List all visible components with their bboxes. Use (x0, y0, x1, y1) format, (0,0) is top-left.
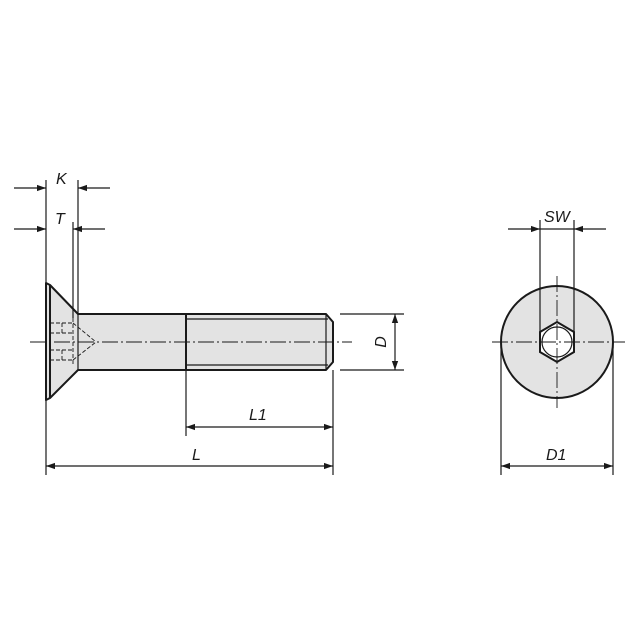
dim-label-l1: L1 (249, 407, 267, 424)
dim-label-k: K (56, 171, 68, 188)
dim-l1: L1 (186, 407, 333, 431)
dim-label-d1: D1 (546, 447, 566, 464)
dim-label-t: T (55, 211, 66, 228)
end-view: SW D1 (492, 209, 625, 475)
dim-k: K (14, 171, 110, 192)
dim-sw: SW (508, 209, 606, 233)
dim-label-l: L (192, 447, 201, 464)
dim-d1: D1 (501, 447, 613, 470)
dim-t: T (14, 211, 105, 233)
dim-label-d: D (373, 336, 390, 348)
side-view: K T D L1 L (14, 171, 404, 475)
screw-body (45, 282, 334, 401)
dim-label-sw: SW (544, 209, 572, 226)
dim-l: L (46, 447, 333, 470)
dim-d: D (373, 314, 399, 370)
